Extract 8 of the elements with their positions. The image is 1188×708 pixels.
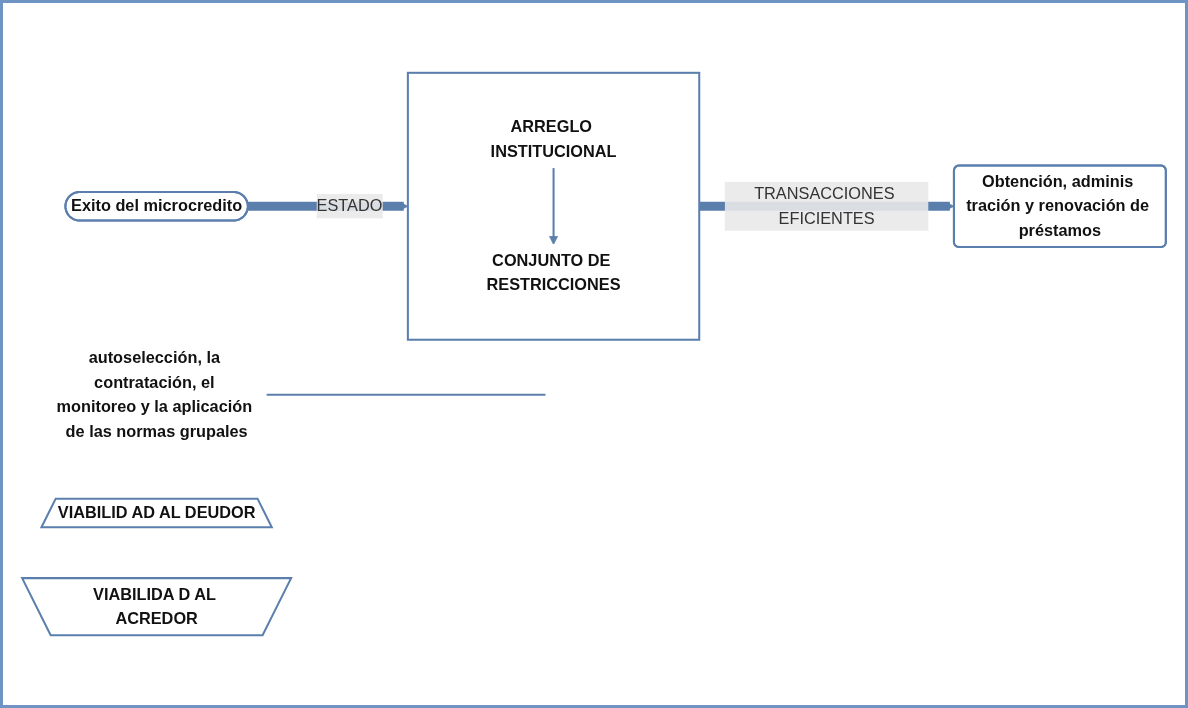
node-text: ARREGLO INSTITUCIONAL: [490, 118, 617, 160]
node-text: autoselección, la contratación, el monitoreo y la aplicación de las normas grupales: [56, 348, 253, 440]
edge-label: TRANSACCIONES EFICIENTES: [754, 184, 895, 227]
edge-label: ESTADO: [316, 197, 383, 215]
arrow: [549, 168, 559, 245]
connector: [266, 393, 546, 396]
cluster: [406, 71, 701, 341]
node-text: CONJUNTO DE RESTRICCIONES: [486, 251, 621, 294]
